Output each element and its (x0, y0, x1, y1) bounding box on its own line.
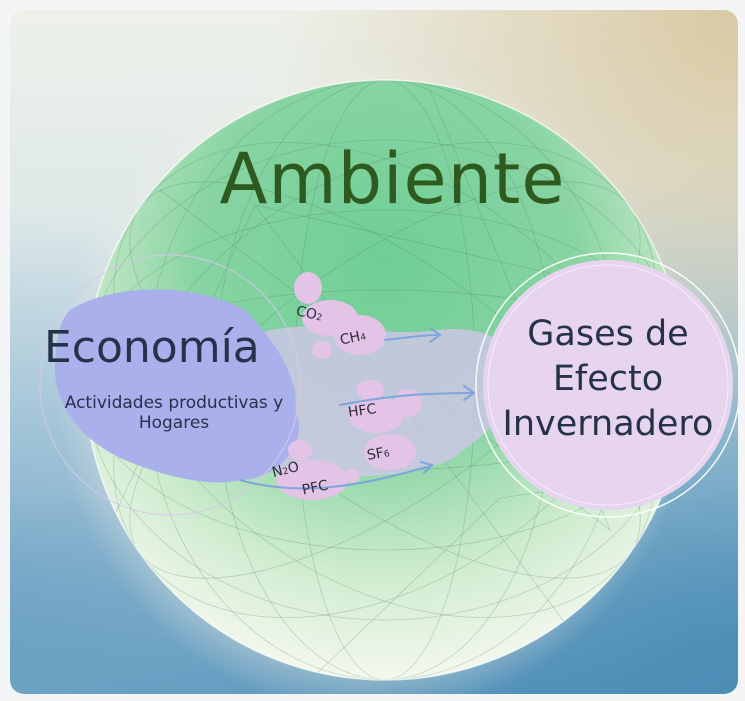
economy-title: Economía (44, 322, 260, 373)
economy-subtitle: Actividades productivas y Hogares (64, 393, 284, 433)
diagram-scene (39, 79, 738, 681)
target-circle (483, 260, 733, 510)
flow-arrows (239, 327, 476, 490)
economy-blob (55, 289, 299, 483)
gas-blobs (276, 272, 422, 500)
diagram-card: Ambiente Economía Actividades productiva… (10, 10, 738, 694)
environment-title: Ambiente (219, 138, 566, 220)
ghg-title: Gases de Efecto Invernadero (502, 314, 714, 444)
